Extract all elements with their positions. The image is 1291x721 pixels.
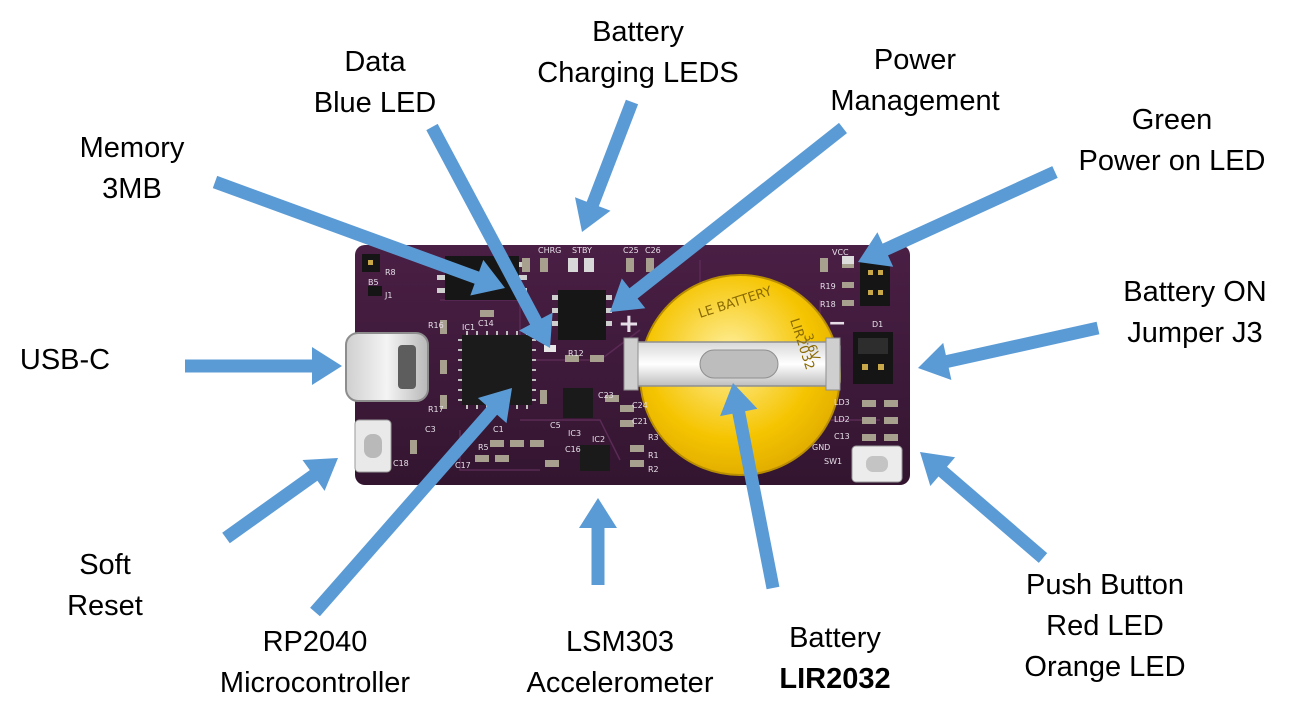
battery-holder-right-terminal (826, 338, 840, 390)
silk-r17: R17 (428, 405, 444, 414)
silk-b5: B5 (368, 278, 379, 287)
label-line: Power on LED (1062, 141, 1282, 182)
silk-r3: R3 (648, 433, 659, 442)
arrow-battery-on-jumper (918, 322, 1099, 380)
silk-r19: R19 (820, 282, 836, 291)
arrow-push-button (920, 452, 1047, 563)
jumper-j3 (853, 332, 893, 384)
label-line: Power (800, 40, 1030, 81)
label-line: Green (1062, 100, 1282, 141)
label-battery-on-jumper: Battery ON Jumper J3 (1100, 272, 1290, 354)
silk-c17: C17 (455, 461, 471, 470)
label-line: 3MB (52, 169, 212, 210)
label-battery-charging-leds: Battery Charging LEDS (518, 12, 758, 94)
soft-reset-knob (364, 434, 382, 458)
silk-c5: C5 (550, 421, 561, 430)
label-line: Orange LED (995, 647, 1215, 688)
silk-c3: C3 (425, 425, 436, 434)
silk-chrg: CHRG (538, 246, 561, 255)
silk-r16: R16 (428, 321, 444, 330)
label-data-blue-led: Data Blue LED (290, 42, 460, 124)
label-line: USB-C (0, 340, 130, 381)
arrow-usb-c (185, 347, 342, 385)
arrow-lsm303 (579, 498, 617, 585)
ic3-chip (563, 388, 593, 418)
label-power-management: Power Management (800, 40, 1030, 122)
power-management-chip (558, 290, 606, 340)
silk-r12: R12 (568, 349, 584, 358)
silk-c18: C18 (393, 459, 409, 468)
silk-c14: C14 (478, 319, 494, 328)
silk-c1: C1 (493, 425, 504, 434)
silk-sw1: SW1 (824, 457, 842, 466)
label-usb-c: USB-C (0, 340, 130, 381)
label-line: RP2040 (190, 622, 440, 663)
charge-led-chrg (568, 258, 578, 272)
silk-ic2: IC2 (592, 435, 605, 444)
lsm303-chip (580, 445, 610, 471)
label-rp2040: RP2040 Microcontroller (190, 622, 440, 704)
silk-minus: − (828, 311, 846, 336)
silk-d1: D1 (872, 320, 883, 329)
label-push-button: Push Button Red LED Orange LED (995, 565, 1215, 688)
label-line-bold: LIR2032 (760, 659, 910, 700)
silk-plus: + (618, 309, 640, 339)
label-green-power-led: Green Power on LED (1062, 100, 1282, 182)
silk-r8: R8 (385, 268, 396, 277)
silk-j1: J1 (384, 291, 392, 300)
silk-r2: R2 (648, 465, 659, 474)
silk-c26: C26 (645, 246, 661, 255)
battery-holder-tab (700, 350, 778, 378)
label-line: Microcontroller (190, 663, 440, 704)
silk-ic1: IC1 (462, 323, 475, 332)
label-line: Memory (52, 128, 212, 169)
green-power-led (842, 256, 854, 264)
pin-header-top (860, 262, 890, 306)
label-line: Reset (40, 586, 170, 627)
silk-c21: C21 (632, 417, 648, 426)
label-line: LSM303 (500, 622, 740, 663)
silk-ld2: LD2 (834, 415, 850, 424)
silk-c23: C23 (598, 391, 614, 400)
arrow-soft-reset (222, 458, 338, 543)
silk-r5: R5 (478, 443, 489, 452)
battery-holder-left-terminal (624, 338, 638, 390)
usb-c-port-opening (398, 345, 416, 389)
arrow-green-power-led (858, 166, 1058, 267)
push-button-knob (866, 456, 888, 472)
label-line: Soft (40, 545, 170, 586)
label-line: Data (290, 42, 460, 83)
arrow-battery-charging-leds (575, 100, 638, 232)
label-memory: Memory 3MB (52, 128, 212, 210)
label-line: Jumper J3 (1100, 313, 1290, 354)
label-line: Battery (518, 12, 758, 53)
label-line: Push Button (995, 565, 1215, 606)
label-battery-lir2032: Battery LIR2032 (760, 618, 910, 700)
label-line: Management (800, 81, 1030, 122)
silk-vcc: VCC (832, 248, 849, 257)
label-line: Red LED (995, 606, 1215, 647)
label-line: Blue LED (290, 83, 460, 124)
label-lsm303: LSM303 Accelerometer (500, 622, 740, 704)
label-line: Battery ON (1100, 272, 1290, 313)
charge-led-stby (584, 258, 594, 272)
silk-c25: C25 (623, 246, 639, 255)
label-line: Charging LEDS (518, 53, 758, 94)
silk-r1: R1 (648, 451, 659, 460)
silk-ld3: LD3 (834, 398, 850, 407)
silk-stby: STBY (572, 246, 592, 255)
label-line: Battery (760, 618, 910, 659)
silk-c16: C16 (565, 445, 581, 454)
label-line: Accelerometer (500, 663, 740, 704)
silk-c24: C24 (632, 401, 648, 410)
silk-r18: R18 (820, 300, 836, 309)
silk-gnd: GND (812, 443, 830, 452)
silk-ic3: IC3 (568, 429, 581, 438)
label-soft-reset: Soft Reset (40, 545, 170, 627)
silk-c13: C13 (834, 432, 850, 441)
